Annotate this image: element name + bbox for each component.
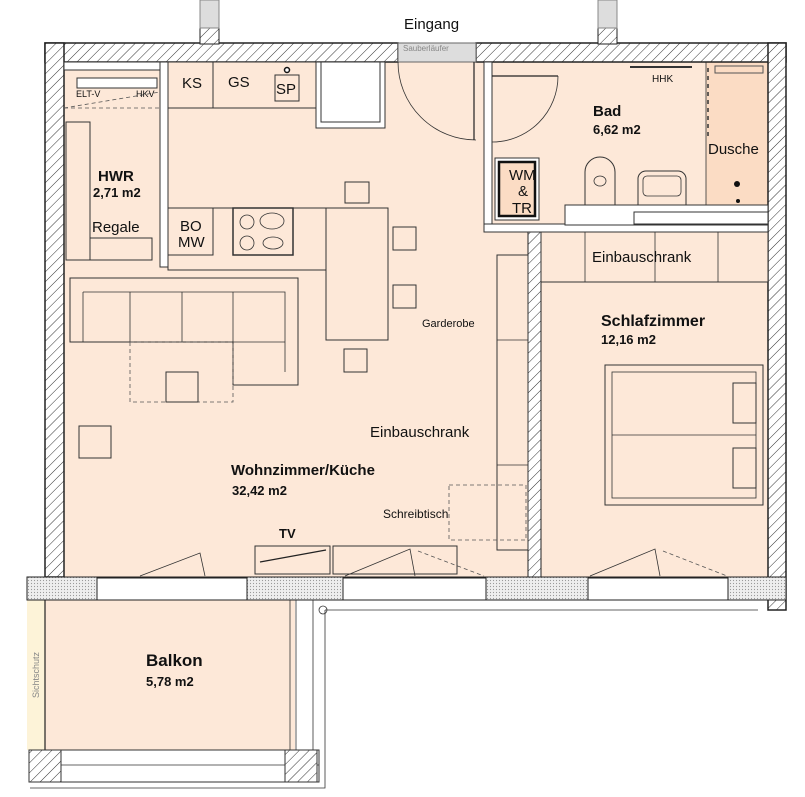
hwr-distribution-box	[76, 77, 158, 89]
tall-cabinet-inner	[320, 61, 381, 123]
kitchen-island	[325, 207, 389, 341]
wall-top-stub	[199, 27, 220, 45]
wall-top-right	[475, 42, 787, 63]
living-wardrobe-label: Einbauschrank	[370, 424, 470, 441]
bedroom: Einbauschrank Schlafzimmer 12,16 m2	[540, 231, 769, 506]
living-name: Wohnzimmer/Küche	[231, 462, 375, 479]
wardrobe-strip	[496, 254, 529, 551]
toilet	[584, 156, 616, 206]
balcony-floor	[45, 600, 295, 750]
desk-label: Schreibtisch	[383, 507, 448, 521]
bedroom-area: 12,16 m2	[601, 332, 656, 347]
wall-right	[767, 42, 787, 611]
window-door-swing	[589, 548, 661, 577]
elt-label: ELT-V	[76, 89, 100, 99]
burner	[259, 212, 285, 230]
window-bedroom[interactable]	[587, 577, 729, 601]
balcony-name: Balkon	[146, 651, 203, 670]
wall-hwr-right	[159, 61, 169, 268]
bedroom-wardrobe	[540, 231, 769, 283]
sofa	[69, 277, 299, 386]
oven-label: BO	[180, 218, 202, 235]
pillow	[732, 382, 757, 424]
window-door-swing	[139, 552, 206, 577]
side-stool	[78, 425, 112, 459]
entrance-label: Eingang	[404, 16, 459, 33]
balcony-area: 5,78 m2	[146, 674, 194, 689]
fridge-label: KS	[182, 75, 202, 92]
microwave-label: MW	[178, 234, 205, 251]
pillow	[732, 447, 757, 489]
hwr-room: ELT-V HKV HWR 2,71 m2 Regale	[63, 77, 161, 261]
shower-label: Dusche	[708, 141, 759, 158]
sink-label: SP	[276, 81, 296, 98]
privacy-screen	[27, 600, 45, 750]
kitchen: KS GS SP BO MW	[167, 61, 417, 373]
washer-label-3: TR	[512, 200, 532, 217]
bath-name: Bad	[593, 103, 621, 120]
heater-label: HHK	[652, 74, 673, 85]
washer-label-1: WM	[509, 167, 536, 184]
balcony-railing	[28, 749, 320, 783]
hwr-area: 2,71 m2	[93, 185, 141, 200]
sink	[274, 74, 300, 102]
fridge	[167, 61, 214, 109]
wall-left	[44, 42, 65, 578]
bedroom-wardrobe-label: Einbauschrank	[592, 249, 692, 266]
wall-hwr	[63, 61, 169, 71]
window-living-2[interactable]	[342, 577, 487, 601]
faucet-icon	[283, 66, 291, 74]
tv-label: TV	[279, 526, 296, 541]
window-door-swing	[344, 548, 416, 577]
burner	[262, 236, 284, 250]
lowboard	[332, 545, 458, 575]
hwr-name: HWR	[98, 168, 134, 185]
balcony: Balkon 5,78 m2 Sichtschutz	[28, 600, 758, 789]
hwr-shelves-label: Regale	[92, 219, 140, 236]
stool	[392, 226, 417, 251]
shower-tray-edge	[714, 65, 764, 74]
privacy-screen-label: Sichtschutz	[31, 651, 41, 698]
doormat	[397, 42, 477, 63]
wall-bath-bedroom	[527, 231, 542, 578]
hkv-label: HKV	[136, 89, 155, 99]
walls: Sauberläufer	[26, 0, 787, 611]
living-area: 32,42 m2	[232, 483, 287, 498]
shower-drain-icon	[734, 181, 740, 187]
hwr-shelf-bottom	[89, 237, 153, 261]
burner	[239, 214, 255, 230]
wall-top-left	[44, 42, 399, 63]
desk	[448, 484, 527, 541]
entrance-door[interactable]	[397, 61, 477, 141]
tv-icon	[259, 549, 327, 563]
pouf	[165, 371, 199, 403]
washer-label-2: &	[518, 183, 528, 200]
bedroom-name: Schlafzimmer	[601, 313, 705, 330]
bath-door[interactable]	[491, 75, 559, 143]
wall-bath-left	[483, 61, 493, 233]
dishwasher-label: GS	[228, 74, 250, 91]
tv-board	[254, 545, 331, 575]
hwr-shelf-left	[65, 121, 91, 261]
wall-top-stub-right	[597, 27, 618, 45]
coffee-table	[129, 341, 234, 403]
burner	[239, 235, 255, 251]
grey-column-left	[199, 0, 220, 29]
living-room: Garderobe Einbauschrank Wohnzimmer/Küche…	[69, 254, 728, 577]
window-living-1[interactable]	[96, 577, 248, 601]
stool	[392, 284, 417, 309]
doormat-label: Sauberläufer	[403, 44, 449, 53]
stool	[344, 181, 370, 204]
bath-area: 6,62 m2	[593, 122, 641, 137]
cloakroom-label: Garderobe	[422, 318, 475, 330]
bathroom: WM & TR HHK Bad 6,62 m2 Dusche	[494, 65, 769, 226]
stool	[343, 348, 368, 373]
washbasin	[637, 170, 687, 206]
oven	[167, 207, 214, 256]
grey-column-right	[597, 0, 618, 29]
